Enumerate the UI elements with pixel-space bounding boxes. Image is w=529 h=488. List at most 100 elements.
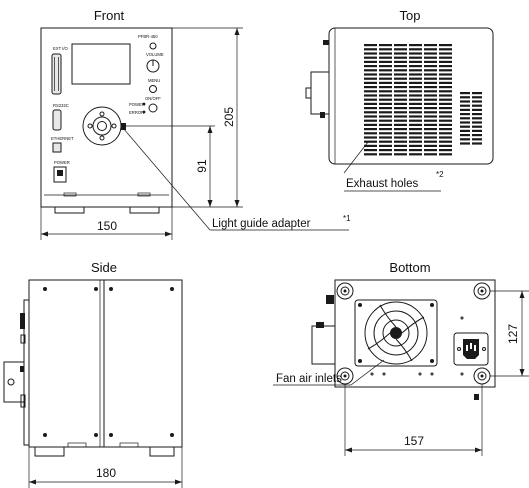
fan-callout-label: Fan air inlets [276,373,342,385]
side-screw-br [170,433,174,437]
exhaust-hole-slot [364,94,377,97]
bottom-foot-tr [473,282,491,300]
exhaust-callout-note: *2 [436,170,444,179]
exhaust-hole-slot [424,136,437,139]
exhaust-hole-slot [394,144,407,147]
exhaust-hole-slot [394,94,407,97]
exhaust-hole-slot [424,111,437,114]
exhaust-hole-slot [379,52,392,55]
exhaust-hole-slot [424,115,437,118]
exhaust-hole-small-slot [460,113,470,116]
exhaust-hole-slot [364,149,377,152]
exhaust-hole-slot [394,111,407,114]
exhaust-hole-slot [439,48,452,51]
side-adapter-body [3,361,25,403]
exhaust-holes-grid [364,44,452,156]
exhaust-hole-slot [379,115,392,118]
bottom-width-value: 157 [404,434,424,448]
ac-inlet-plate [453,332,489,366]
adapter-thumbscrew [121,123,126,130]
exhaust-hole-slot [364,119,377,122]
exhaust-hole-slot [439,102,452,105]
exhaust-hole-slot [379,60,392,63]
exhaust-hole-slot [409,86,422,89]
exhaust-hole-slot [439,153,452,156]
side-screw-tm2 [109,287,113,291]
exhaust-hole-slot [379,65,392,68]
exhaust-hole-slot [424,144,437,147]
exhaust-hole-slot [394,153,407,156]
exhaust-hole-small-slot [472,104,482,107]
fan-guard-ring-middle [373,310,419,356]
exhaust-hole-small-slot [460,117,470,120]
fan-hub [390,327,402,339]
exhaust-hole-slot [364,48,377,51]
bottom-width-arrow-left [345,447,352,453]
exhaust-hole-slot [394,115,407,118]
exhaust-hole-slot [379,107,392,110]
menu-button [149,85,157,93]
exhaust-hole-slot [409,98,422,101]
exhaust-hole-slot [379,90,392,93]
bottom-hole-1 [370,372,374,376]
exhaust-hole-slot [439,90,452,93]
side-connector-1 [20,313,25,329]
exhaust-hole-slot [364,136,377,139]
exhaust-hole-small-slot [460,121,470,124]
ext-io-label: EXT I/O [53,46,69,51]
exhaust-hole-slot [409,153,422,156]
exhaust-hole-slot [409,107,422,110]
exhaust-hole-slot [424,86,437,89]
ext-io-connector [51,53,62,95]
front-view: Front EXT I/O RS232C ETHERNET POWER PFBR… [40,8,351,240]
exhaust-hole-slot [424,149,437,152]
exhaust-hole-slot [379,136,392,139]
light-guide-adapter-outer [82,106,122,146]
bottom-hole-4 [430,372,434,376]
exhaust-hole-slot [424,52,437,55]
exhaust-hole-slot [424,140,437,143]
top-view: Top Exhaust holes *2 [305,8,494,192]
side-depth-value: 180 [96,466,116,480]
ac-inlet-pin-right [474,345,476,351]
exhaust-hole-slot [439,77,452,80]
exhaust-hole-slot [439,94,452,97]
exhaust-hole-slot [439,60,452,63]
exhaust-hole-slot [364,140,377,143]
adapter-callout-note: *1 [343,214,351,223]
exhaust-hole-slot [364,73,377,76]
exhaust-hole-small-slot [472,125,482,128]
exhaust-hole-slot [439,128,452,131]
exhaust-callout-label: Exhaust holes [346,178,418,190]
exhaust-hole-slot [409,48,422,51]
exhaust-hole-small-slot [472,142,482,145]
exhaust-hole-slot [394,90,407,93]
exhaust-hole-slot [379,56,392,59]
exhaust-hole-slot [394,73,407,76]
exhaust-hole-slot [439,69,452,72]
front-width-arrow-right [165,231,172,237]
exhaust-hole-slot [394,136,407,139]
exhaust-hole-slot [424,60,437,63]
exhaust-hole-slot [379,94,392,97]
bottom-foot-br [473,367,491,385]
exhaust-hole-slot [409,44,422,47]
exhaust-hole-slot [379,44,392,47]
exhaust-hole-slot [424,77,437,80]
exhaust-hole-slot [439,52,452,55]
power-switch-rocker [57,170,63,176]
front-feet [54,207,160,214]
exhaust-hole-small-slot [472,129,482,132]
bottom-depth-arrow-bottom [519,369,525,376]
exhaust-hole-small-slot [472,108,482,111]
exhaust-hole-slot [424,90,437,93]
exhaust-hole-slot [424,73,437,76]
top-thumbscrew [320,112,325,118]
exhaust-hole-slot [364,153,377,156]
adapter-leader-line [122,127,211,231]
bottom-adapter-protrusion [311,325,336,365]
side-bottom-slot-2 [119,442,139,448]
exhaust-hole-slot [409,123,422,126]
light-guide-adapter-inner [97,121,107,131]
